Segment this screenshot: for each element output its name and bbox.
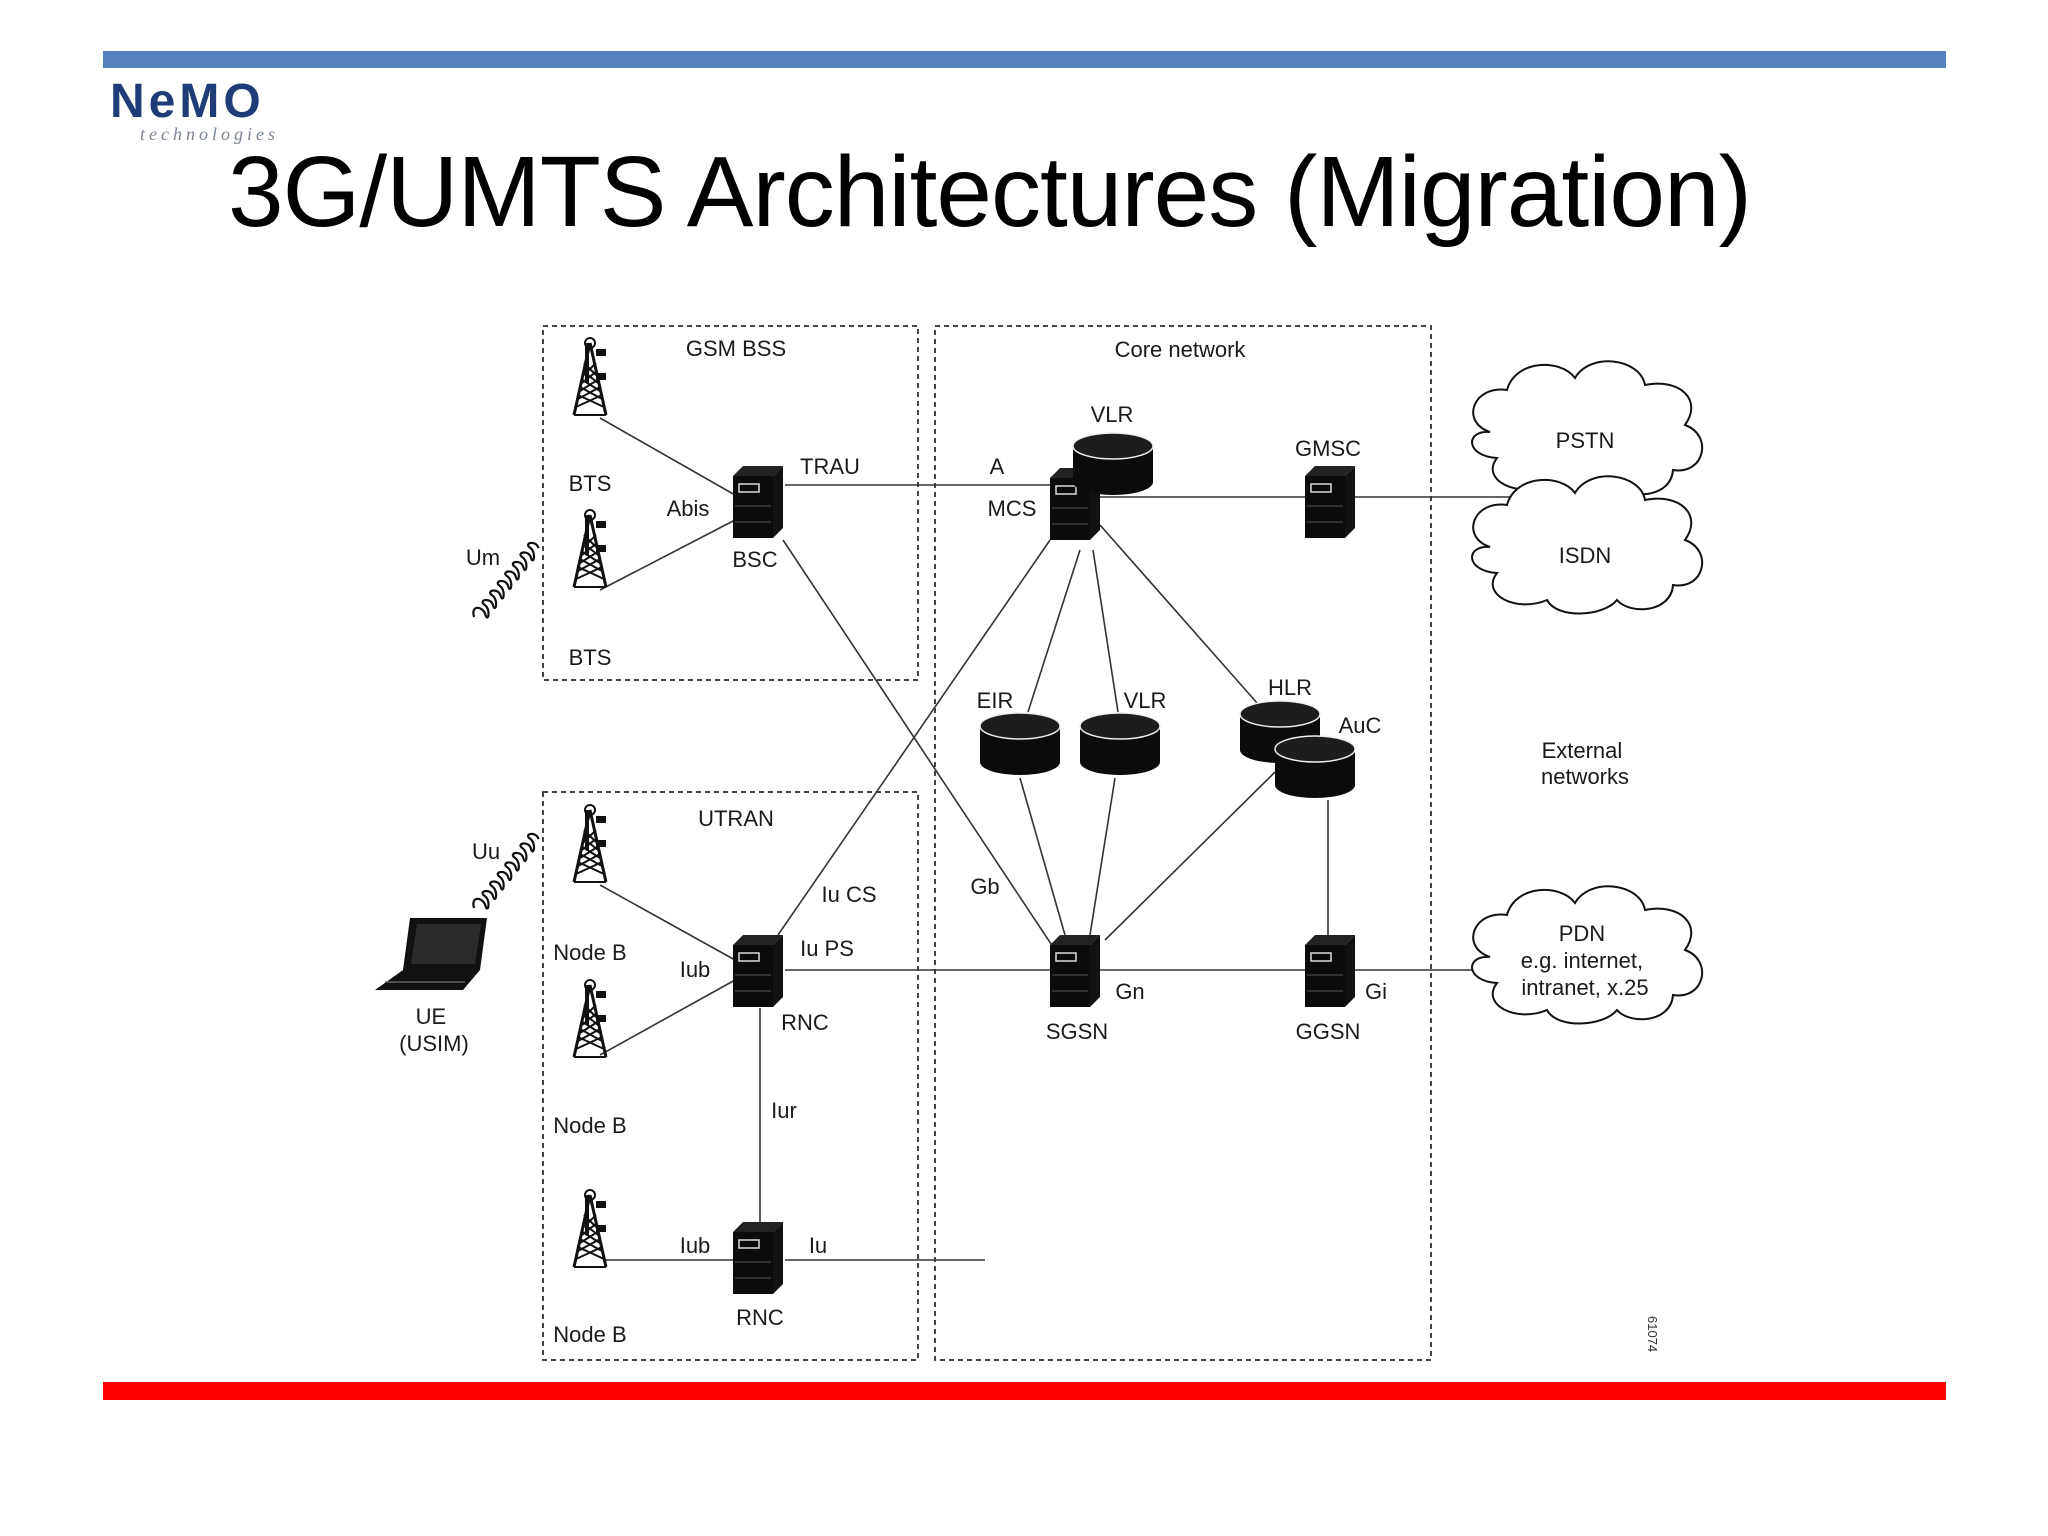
ue-label: UE (USIM) [399, 1004, 469, 1056]
abis-interface-label: Abis [667, 496, 710, 521]
rnc-label: RNC [781, 1010, 829, 1035]
iu-ps-interface-label: Iu PS [800, 936, 854, 961]
ggsn-label: GGSN [1296, 1019, 1361, 1044]
iu-interface-label: Iu [809, 1233, 827, 1258]
vlr-database-icon [1079, 712, 1161, 776]
iub-interface-label: Iub [680, 1233, 711, 1258]
core-network-label: Core network [1115, 337, 1247, 362]
vlr-label: VLR [1091, 402, 1134, 427]
external-networks-label: External networks [1541, 738, 1629, 789]
bts-label: BTS [569, 645, 612, 670]
bsc-server-icon [732, 465, 784, 539]
gsm-bss-region [542, 325, 919, 681]
hlr-label: HLR [1268, 675, 1312, 700]
nodeb-tower-icon [572, 1188, 608, 1269]
figure-id: 61074 [1645, 1316, 1660, 1353]
um-interface-label: Um [466, 545, 500, 570]
bottom-accent-bar [103, 1382, 1946, 1400]
core-network-region [934, 325, 1432, 1361]
gsm-bss-label: GSM BSS [686, 336, 786, 361]
utran-label: UTRAN [698, 806, 774, 831]
connection-lines [599, 417, 1555, 1261]
gb-interface-label: Gb [970, 874, 999, 899]
top-accent-bar [103, 51, 1946, 68]
eir-database-icon [979, 712, 1061, 776]
bts-label: BTS [569, 471, 612, 496]
gi-interface-label: Gi [1365, 979, 1387, 1004]
bsc-label: BSC [732, 547, 777, 572]
a-interface-label: A [990, 454, 1005, 479]
auc-label: AuC [1339, 713, 1382, 738]
isdn-label: ISDN [1559, 543, 1612, 568]
nodeb-tower-icon [572, 978, 608, 1059]
rnc-server-icon [732, 1221, 784, 1295]
iur-interface-label: Iur [771, 1098, 797, 1123]
laptop-icon [375, 918, 487, 990]
nodeb-label: Node B [553, 1322, 626, 1347]
pstn-label: PSTN [1556, 428, 1615, 453]
gn-interface-label: Gn [1115, 979, 1144, 1004]
bts-tower-icon [572, 336, 608, 417]
rnc-server-icon [732, 934, 784, 1008]
sgsn-label: SGSN [1046, 1019, 1108, 1044]
slide-title: 3G/UMTS Architectures (Migration) [228, 136, 1752, 248]
vlr-database-icon [1072, 432, 1154, 496]
vlr-label: VLR [1124, 688, 1167, 713]
eir-label: EIR [977, 688, 1014, 713]
uu-interface-label: Uu [472, 839, 500, 864]
nodeb-label: Node B [553, 940, 626, 965]
gmsc-label: GMSC [1295, 436, 1361, 461]
iub-interface-label: Iub [680, 957, 711, 982]
ggsn-server-icon [1304, 934, 1356, 1008]
nodeb-tower-icon [572, 803, 608, 884]
rnc-label: RNC [736, 1305, 784, 1330]
auc-database-icon [1274, 735, 1356, 799]
logo-wordmark: NeMO [110, 75, 265, 128]
bts-tower-icon [572, 508, 608, 589]
utran-region [542, 791, 919, 1361]
trau-interface-label: TRAU [800, 454, 860, 479]
mcs-label: MCS [988, 496, 1037, 521]
sgsn-server-icon [1049, 934, 1101, 1008]
gmsc-server-icon [1304, 465, 1356, 539]
logo-subtitle: technologies [140, 124, 279, 144]
nodeb-label: Node B [553, 1113, 626, 1138]
nemo-logo: NeMO technologies [110, 76, 325, 146]
iu-cs-interface-label: Iu CS [821, 882, 876, 907]
pdn-label: PDN e.g. internet, intranet, x.25 [1521, 921, 1649, 1000]
